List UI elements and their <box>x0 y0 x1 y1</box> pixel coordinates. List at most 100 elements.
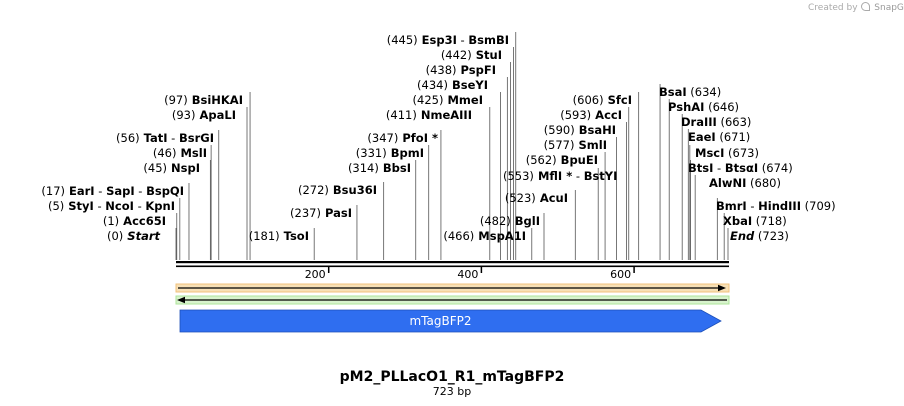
site-label-part: (272) <box>298 183 329 197</box>
site-label-part: BpmI <box>387 146 424 160</box>
site-label-part: PasI <box>321 206 352 220</box>
site-label-part: BsmBI <box>468 33 509 47</box>
feature-arrow-shape[interactable] <box>179 309 722 333</box>
site-label-alwni[interactable]: AlwNI (680) <box>709 176 781 190</box>
site-label-part: AcuI <box>536 191 568 205</box>
site-label-part: BtsI <box>688 161 713 175</box>
site-label-pshai[interactable]: PshAI (646) <box>668 100 739 114</box>
site-label-part: - <box>94 199 105 213</box>
site-label-part: (314) <box>348 161 379 175</box>
site-label-acci[interactable]: (593) AccI <box>560 108 622 122</box>
site-label-part: KpnI <box>145 199 175 213</box>
site-label-tsoi[interactable]: (181) TsoI <box>249 229 309 243</box>
tick-label-200: 200 <box>305 268 326 281</box>
site-label-acc65i[interactable]: (1) Acc65I <box>103 214 166 228</box>
site-label-mfli[interactable]: (553) MflI * - BstYI <box>503 169 617 183</box>
site-label-part: MmeI <box>443 93 483 107</box>
site-label-bsai[interactable]: BsaI (634) <box>659 85 721 99</box>
site-label-styi[interactable]: (5) StyI - NcoI - KpnI <box>48 199 175 213</box>
site-label-part: (590) <box>544 123 575 137</box>
site-label-xbai[interactable]: XbaI (718) <box>723 214 787 228</box>
site-label-acui[interactable]: (523) AcuI <box>505 191 568 205</box>
site-label-part: - <box>135 184 146 198</box>
site-label-bgli[interactable]: (482) BglI <box>480 214 540 228</box>
site-label-bmri[interactable]: BmrI - HindIII (709) <box>716 199 836 213</box>
tick-label-400: 400 <box>457 268 478 281</box>
site-label-part: (562) <box>526 153 557 167</box>
site-label-part: (181) <box>249 229 280 243</box>
site-label-pasi[interactable]: (237) PasI <box>290 206 352 220</box>
site-label-part: (553) <box>503 169 534 183</box>
site-label-part: (237) <box>290 206 321 220</box>
site-label-tati[interactable]: (56) TatI - BsrGI <box>116 131 214 145</box>
site-label-nmeaiii[interactable]: (411) NmeAIII <box>386 108 472 122</box>
site-label-part: (434) <box>417 78 448 92</box>
site-label-part: (17) <box>41 184 65 198</box>
credit-created-by: Created by <box>808 3 858 13</box>
site-label-part: TatI <box>140 131 168 145</box>
site-label-part: SmlI <box>575 138 608 152</box>
site-label-part: BsrGI <box>179 131 214 145</box>
site-label-smli[interactable]: (577) SmlI <box>544 138 607 152</box>
site-label-part: PshAI <box>668 100 704 114</box>
site-label-start[interactable]: (0) Start <box>107 229 161 243</box>
site-label-bpmi[interactable]: (331) BpmI <box>356 146 424 160</box>
site-label-mmei[interactable]: (425) MmeI <box>413 93 483 107</box>
feature-mtagbfp2[interactable]: mTagBFP2 <box>179 309 722 333</box>
site-label-pfoi[interactable]: (347) PfoI * <box>367 131 438 145</box>
site-label-bsihkai[interactable]: (97) BsiHKAI <box>164 93 243 107</box>
forward-strand-arrow <box>175 283 730 293</box>
site-label-nspi[interactable]: (45) NspI <box>143 161 200 175</box>
site-labels: (0) Start(1) Acc65I(5) StyI - NcoI - Kpn… <box>41 33 835 243</box>
site-label-pspfi[interactable]: (438) PspFI <box>426 63 496 77</box>
site-label-part: (577) <box>544 138 575 152</box>
site-label-eari[interactable]: (17) EarI - SapI - BspQI <box>41 184 184 198</box>
site-label-esp3i[interactable]: (445) Esp3I - BsmBI <box>387 33 509 47</box>
site-label-part: AlwNI <box>709 176 746 190</box>
site-label-part: Acc65I <box>119 214 166 228</box>
site-label-part: (56) <box>116 131 140 145</box>
site-label-part: (97) <box>164 93 188 107</box>
site-label-part: BtsαI <box>725 161 758 175</box>
site-label-part: (482) <box>480 214 511 228</box>
site-label-draiii[interactable]: DraIII (663) <box>681 115 751 129</box>
site-label-part: (45) <box>143 161 167 175</box>
site-label-msci[interactable]: MscI (673) <box>695 146 759 160</box>
site-label-part: NcoI <box>105 199 134 213</box>
site-label-bseyi[interactable]: (434) BseYI <box>417 78 488 92</box>
site-label-end[interactable]: End (723) <box>730 229 789 243</box>
site-label-part: (723) <box>754 229 789 243</box>
site-label-msli[interactable]: (46) MslI <box>153 146 207 160</box>
site-label-part: (425) <box>413 93 444 107</box>
site-label-part: (445) <box>387 33 418 47</box>
site-label-mspa1i[interactable]: (466) MspA1I <box>443 229 526 243</box>
site-label-part: SapI <box>106 184 135 198</box>
site-label-part: (709) <box>801 199 836 213</box>
site-label-part: BseYI <box>448 78 488 92</box>
site-label-bbsi[interactable]: (314) BbsI <box>348 161 411 175</box>
site-label-bpuei[interactable]: (562) BpuEI <box>526 153 598 167</box>
site-label-part: StyI <box>64 199 94 213</box>
site-label-part: EaeI <box>688 130 716 144</box>
site-label-part: BspQI <box>146 184 184 198</box>
site-label-part: NspI <box>167 161 200 175</box>
site-label-sfci[interactable]: (606) SfcI <box>573 93 632 107</box>
site-label-apali[interactable]: (93) ApaLI <box>172 108 236 122</box>
site-label-bsahi[interactable]: (590) BsaHI <box>544 123 616 137</box>
site-label-stui[interactable]: (442) StuI <box>441 48 502 62</box>
site-label-part: BstYI <box>584 169 618 183</box>
site-label-bsu36i[interactable]: (272) Bsu36I <box>298 183 377 197</box>
site-label-part: BsaI <box>659 85 687 99</box>
site-label-eaei[interactable]: EaeI (671) <box>688 130 750 144</box>
site-label-part: (466) <box>443 229 474 243</box>
site-label-part: (1) <box>103 214 119 228</box>
site-label-part: (347) <box>367 131 398 145</box>
site-label-btsi[interactable]: BtsI - BtsαI (674) <box>688 161 793 175</box>
site-label-part: - <box>168 131 179 145</box>
site-label-part: XbaI <box>723 214 752 228</box>
site-label-part: (606) <box>573 93 604 107</box>
site-label-part: Bsu36I <box>329 183 377 197</box>
site-label-part: - <box>457 33 468 47</box>
tick-label-600: 600 <box>610 268 631 281</box>
